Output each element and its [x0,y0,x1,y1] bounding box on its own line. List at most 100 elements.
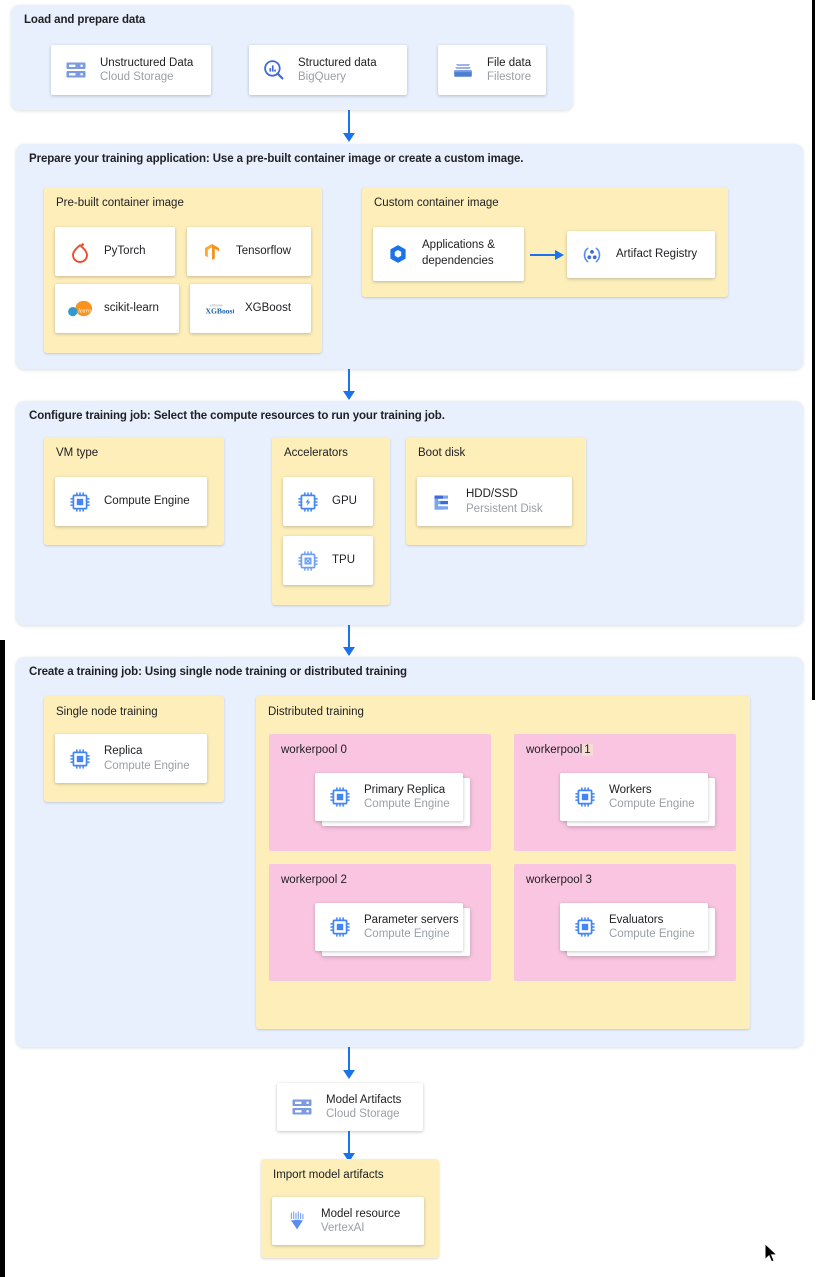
svg-text:XGBoost: XGBoost [206,306,235,315]
group-prebuilt-container-image: Pre-built container image PyTorch [44,187,322,353]
card-subtitle: BigQuery [298,71,346,83]
compute-engine-icon [572,914,598,940]
svg-text:learn: learn [78,308,91,314]
card-subtitle: Filestore [487,71,532,83]
card-xgboost[interactable]: eXtreme XGBoost XGBoost [190,284,311,333]
card-title: Unstructured Data [100,56,194,69]
pool-3-label: workerpool [526,874,583,886]
compute-engine-icon [327,784,353,810]
card-artifact-registry[interactable]: Artifact Registry [567,231,715,278]
stage-configure-training-job: Configure training job: Select the compu… [16,401,803,625]
card-model-artifacts[interactable]: Model Artifacts Cloud Storage [277,1083,423,1131]
group-vm-title: VM type [56,447,99,459]
arrow-model-artifacts-to-import [348,1131,350,1155]
card-title: File data [487,56,532,69]
card-scikit-learn[interactable]: learn scikit-learn [55,284,179,333]
arrow-head-icon [343,133,355,142]
pool-1-index: 1 [582,744,593,756]
card-title: TPU [332,554,355,567]
pool-workerpool-2: workerpool 2 [269,864,491,981]
card-tensorflow[interactable]: Tensorflow [187,227,311,276]
stage3-title: Configure training job: Select the compu… [29,410,445,422]
persistent-disk-icon [429,489,455,515]
compute-engine-icon [572,784,598,810]
card-subtitle: Compute Engine [364,928,450,940]
card-subtitle: Compute Engine [609,798,695,810]
card-compute-engine-vm[interactable]: Compute Engine [55,477,207,526]
card-replica[interactable]: Replica Compute Engine [55,734,207,783]
arrow-head-icon [343,1070,355,1079]
card-parameter-servers[interactable]: Parameter servers Compute Engine [315,903,463,951]
arrow-head-icon [343,647,355,656]
pool-workerpool-0: workerpool 0 [269,734,491,851]
card-title: XGBoost [245,302,292,315]
model-resource-icon [284,1208,310,1234]
tensorflow-icon [199,239,225,265]
svg-text:eXtreme: eXtreme [210,303,223,307]
card-structured-data[interactable]: Structured data BigQuery [249,45,407,95]
filestore-icon [450,57,476,83]
card-title: GPU [332,495,357,508]
card-file-data[interactable]: File data Filestore [438,45,546,95]
card-title: PyTorch [104,245,146,258]
card-tpu[interactable]: TPU [283,536,373,585]
group-boot-disk-title: Boot disk [418,447,466,459]
card-title: Compute Engine [104,495,190,508]
card-title-line2: dependencies [422,255,494,267]
card-title: Structured data [298,56,377,69]
scikit-learn-icon: learn [67,296,93,322]
card-pytorch[interactable]: PyTorch [55,227,175,276]
card-unstructured-data[interactable]: Unstructured Data Cloud Storage [51,45,211,95]
stage2-title: Prepare your training application: Use a… [29,153,524,165]
compute-engine-icon [67,489,93,515]
card-title: scikit-learn [104,302,159,315]
card-subtitle: Cloud Storage [100,71,174,83]
pool-0-title: workerpool 0 [281,744,347,756]
arrow-stage4-to-model-artifacts [348,1047,350,1072]
card-title: Primary Replica [364,783,446,796]
pool-0-label: workerpool [281,744,338,756]
bigquery-icon [261,57,287,83]
stage-create-training-job: Create a training job: Using single node… [16,657,803,1047]
card-title: HDD/SSD [466,488,518,501]
group-import-model-artifacts: Import model artifacts Mod [261,1159,439,1258]
card-workers[interactable]: Workers Compute Engine [560,773,708,821]
group-accelerators-title: Accelerators [284,447,348,459]
card-subtitle: Compute Engine [364,798,450,810]
card-title: Replica [104,745,143,758]
pool-0-index: 0 [340,744,347,756]
pytorch-icon [67,239,93,265]
cloud-storage-icon [289,1094,315,1120]
card-evaluators[interactable]: Evaluators Compute Engine [560,903,708,951]
pool-2-title: workerpool 2 [281,874,347,886]
card-applications-and-dependencies[interactable]: Applications & dependencies [373,227,524,281]
group-import-title: Import model artifacts [273,1169,384,1181]
group-accelerators: Accelerators GPU [272,437,390,605]
card-hdd-ssd[interactable]: HDD/SSD Persistent Disk [417,477,572,526]
mouse-cursor [764,1243,780,1265]
card-subtitle: VertexAI [321,1222,365,1234]
group-distributed-title: Distributed training [268,706,364,718]
compute-engine-icon [327,914,353,940]
card-title: Tensorflow [236,245,291,258]
compute-engine-icon [67,746,93,772]
card-title: Applications & [422,239,495,252]
group-single-node-training: Single node training R [44,696,224,802]
card-title: Model Artifacts [326,1093,402,1106]
stage4-title: Create a training job: Using single node… [29,666,407,678]
card-model-resource[interactable]: Model resource VertexAI [272,1197,424,1245]
cloud-storage-icon [63,57,89,83]
pool-1-label: workerpool [526,744,583,756]
pool-2-label: workerpool [281,874,338,886]
arrow-head-icon [343,1153,355,1162]
card-primary-replica[interactable]: Primary Replica Compute Engine [315,773,463,821]
card-gpu[interactable]: GPU [283,477,373,526]
pool-2-index: 2 [340,874,347,886]
card-title: Parameter servers [364,913,459,926]
xgboost-icon: eXtreme XGBoost [202,296,234,322]
pool-3-title: workerpool 3 [526,874,592,886]
group-custom-container-image: Custom container image Applications & de… [362,187,728,297]
